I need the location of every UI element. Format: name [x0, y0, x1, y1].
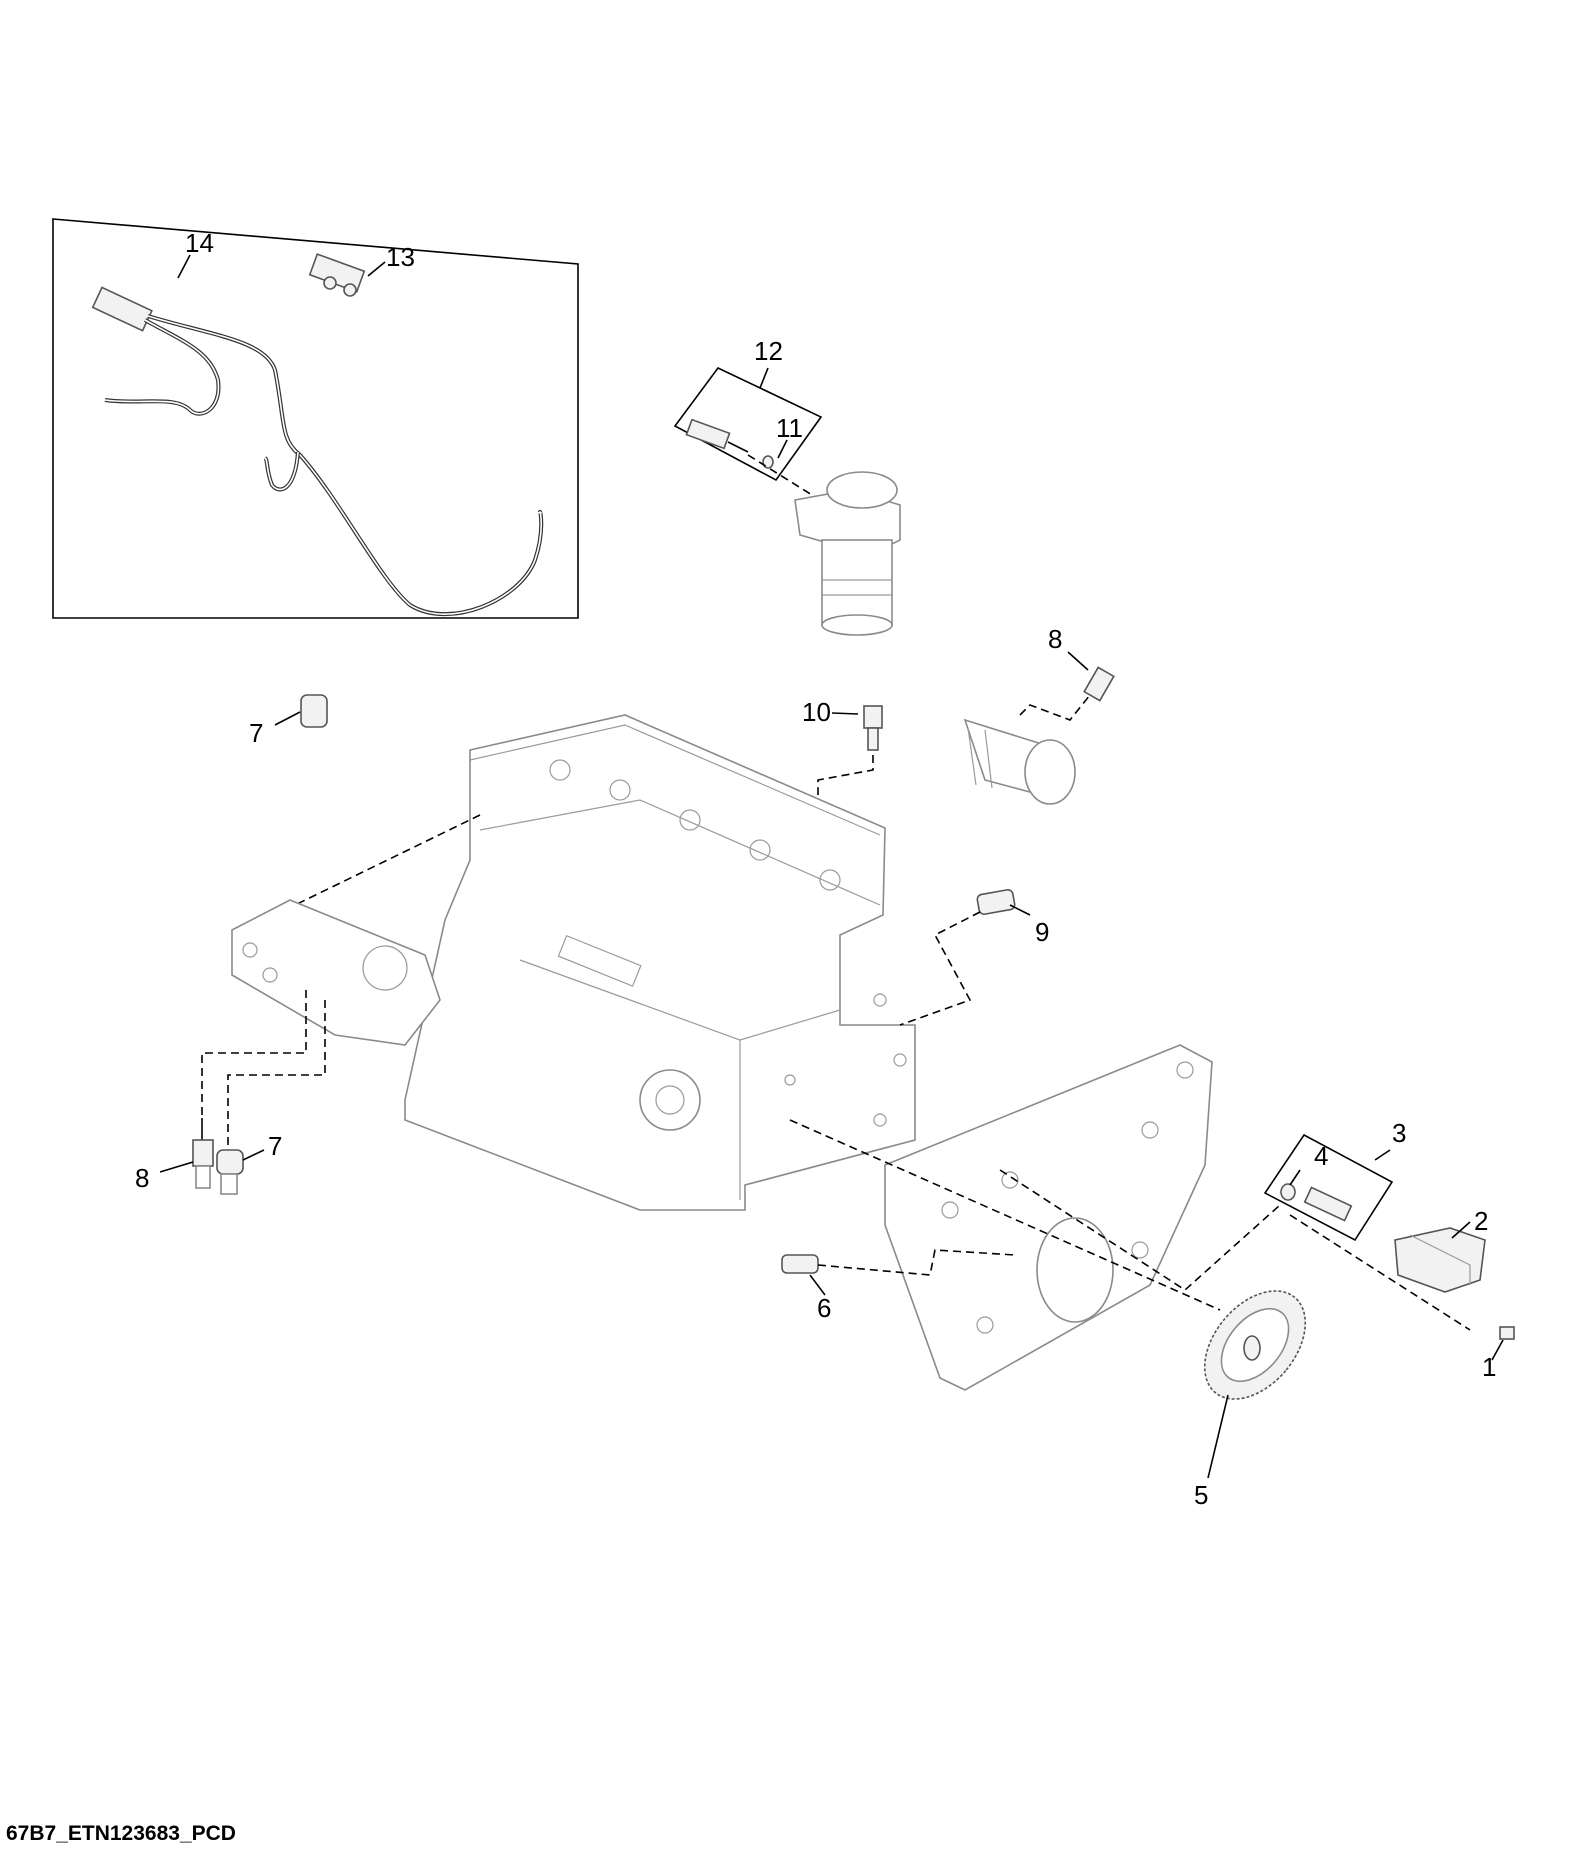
sensor-7-bottom: [216, 1149, 244, 1195]
front-cover: [884, 1044, 1213, 1391]
callout-4: 4: [1314, 1141, 1328, 1171]
callout-1: 1: [1482, 1352, 1496, 1382]
speed-sensor-assembly: [1280, 1183, 1353, 1222]
oil-cooler-housing: [231, 899, 441, 1046]
sensor-8-bottom: [192, 1118, 214, 1189]
callout-6: 6: [817, 1293, 831, 1323]
tone-wheel: [1203, 1290, 1307, 1400]
sensor-10: [863, 705, 883, 751]
callout-5: 5: [1194, 1480, 1208, 1510]
bolt-1: [1499, 1326, 1515, 1340]
callout-12: 12: [754, 336, 783, 366]
sensor-7-top: [300, 694, 328, 728]
sensor-13: [308, 253, 366, 297]
callout-14: 14: [185, 228, 214, 258]
kit-12-frame: [673, 366, 823, 482]
sensor-11-assembly: [685, 418, 774, 469]
sensor-8-top: [1083, 666, 1115, 702]
callout-7-bottom: 7: [268, 1131, 282, 1161]
callout-3: 3: [1392, 1118, 1406, 1148]
callout-9: 9: [1035, 917, 1049, 947]
air-tube: [963, 718, 1076, 805]
sensor-9: [976, 889, 1016, 915]
callout-2: 2: [1474, 1206, 1488, 1236]
sensor-6: [781, 1254, 819, 1274]
callout-7-top: 7: [249, 718, 263, 748]
sensor-cover: [1394, 1227, 1486, 1293]
callout-13: 13: [386, 242, 415, 272]
fuel-filter: [794, 471, 901, 636]
harness-kit-frame: [52, 218, 579, 619]
engine-block: [404, 714, 916, 1211]
callout-11: 11: [776, 413, 803, 443]
kit-3-frame: [1263, 1133, 1394, 1242]
callout-8-top: 8: [1048, 624, 1062, 654]
callout-10: 10: [802, 697, 831, 727]
callout-8-bottom: 8: [135, 1163, 149, 1193]
wiring-harness: [91, 286, 544, 617]
leader-lines: [159, 254, 1504, 1479]
figure-id-label: 67B7_ETN123683_PCD: [6, 1822, 236, 1845]
